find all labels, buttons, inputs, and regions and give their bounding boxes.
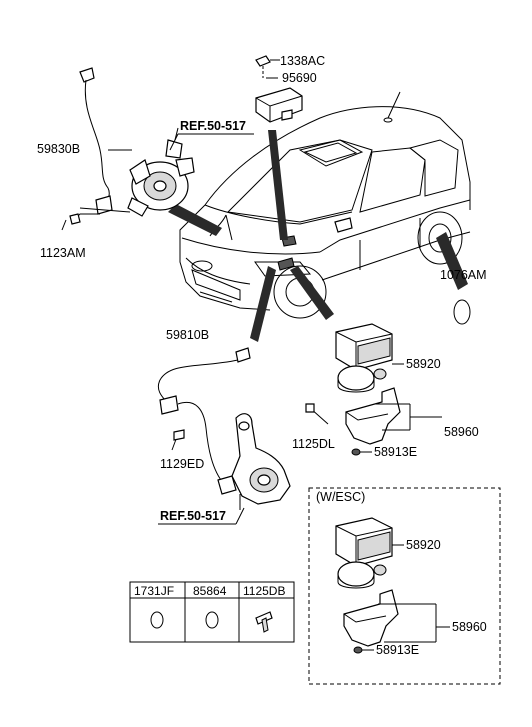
label-1076AM: 1076AM <box>440 268 487 282</box>
rear-wheel-speed-sensor <box>61 67 132 231</box>
label-58960-esc: 58960 <box>452 620 487 634</box>
arrow-hub-front <box>250 266 276 342</box>
ref-label-bottom: REF.50-517 <box>160 509 226 523</box>
legend-header-1: 1731JF <box>134 584 174 598</box>
label-58920-esc: 58920 <box>406 538 441 552</box>
grommet-icon <box>150 611 164 629</box>
label-58913E-top: 58913E <box>374 445 417 459</box>
leader-arrows <box>168 130 468 342</box>
abs-module-top <box>335 323 404 393</box>
arrow-abs-module <box>290 266 334 320</box>
label-58920-top: 58920 <box>406 357 441 371</box>
parts-legend-table <box>129 581 295 643</box>
esc-variant-box <box>308 487 501 685</box>
arrow-95690-to-car <box>268 130 288 240</box>
yaw-sensor-assembly <box>255 55 303 123</box>
label-1129ED: 1129ED <box>160 457 204 471</box>
abs-bracket-esc <box>343 589 450 654</box>
label-59830B: 59830B <box>37 142 80 156</box>
abs-module-esc <box>335 517 404 589</box>
legend-header-2: 85864 <box>193 584 227 598</box>
front-knuckle <box>231 413 291 510</box>
esc-box-title: (W/ESC) <box>316 490 365 504</box>
bolt-icon <box>255 611 273 633</box>
label-58913E-esc: 58913E <box>376 643 419 657</box>
grommet-icon <box>205 611 219 629</box>
rear-hub <box>127 127 195 217</box>
label-95690: 95690 <box>282 71 317 85</box>
legend-header-3: 1125DB <box>243 584 285 598</box>
label-1125DL: 1125DL <box>292 437 335 451</box>
label-58960-top: 58960 <box>444 425 479 439</box>
grommet-1076AM-icon <box>453 299 471 325</box>
label-1338AC: 1338AC <box>280 54 325 68</box>
ref-label-top: REF.50-517 <box>180 119 246 133</box>
abs-bracket-top <box>305 387 442 456</box>
arrow-rear-sensor <box>436 232 468 290</box>
arrow-hub-to-car <box>168 204 222 236</box>
front-wheel-speed-sensor <box>157 347 251 495</box>
car-illustration <box>179 91 471 319</box>
label-1123AM: 1123AM <box>40 246 86 260</box>
label-59810B: 59810B <box>166 328 209 342</box>
